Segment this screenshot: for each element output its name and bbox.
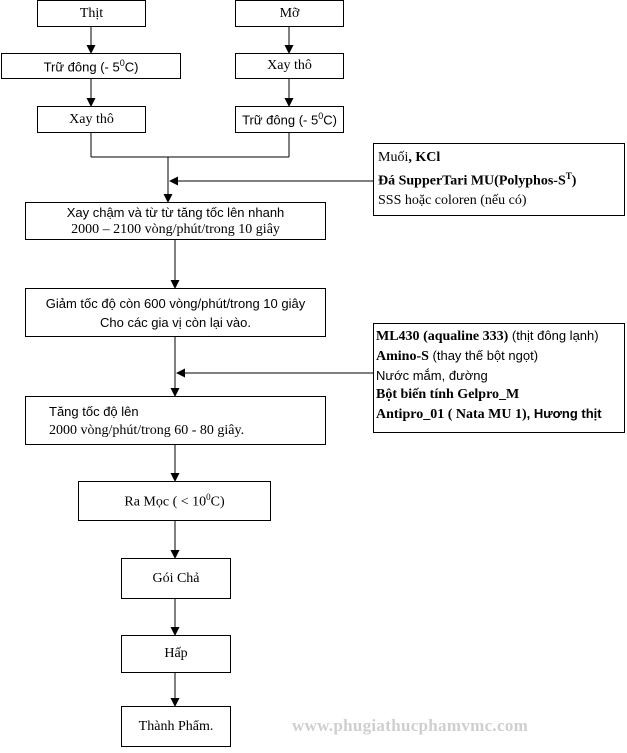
node-thit: Thịt	[37, 0, 146, 27]
thanh-pham-label: Thành Phẩm.	[138, 718, 214, 734]
tang-toc-line-2: 2000 vòng/phút/trong 60 - 80 giây.	[49, 423, 245, 438]
node-tru-dong-left: Trữ đông (- 50C)	[1, 53, 181, 79]
node-ra-moc: Ra Mọc ( < 100C)	[78, 481, 271, 521]
tru-dong-left-label: Trữ đông (- 50C)	[43, 57, 139, 75]
side1-line-1: Muối, KCl	[378, 150, 441, 165]
node-xay-tho-right: Xay thô	[235, 53, 344, 79]
side2-line-5: Antipro_01 ( Nata MU 1), Hương thịt	[376, 406, 602, 422]
side2-line-3: Nước mắm, đường	[376, 368, 488, 383]
node-mo: Mỡ	[235, 0, 344, 27]
node-giam-toc: Giảm tốc độ còn 600 vòng/phút/trong 10 g…	[25, 288, 326, 337]
side-box-ingredients-1: Muối, KCl Đá SupperTari MU(Polyphos-ST) …	[373, 143, 625, 216]
tru-dong-right-label: Trữ đông (- 50C)	[242, 111, 337, 128]
side1-line-2: Đá SupperTari MU(Polyphos-ST)	[378, 171, 577, 189]
side2-line-4: Bột biến tính Gelpro_M	[376, 387, 520, 402]
node-thit-label: Thịt	[79, 5, 104, 21]
giam-toc-line-2: Cho các gia vị còn lại vào.	[99, 315, 252, 330]
xay-cham-line-1: Xay chậm và từ từ tăng tốc lên nhanh	[66, 205, 285, 220]
node-goi-cha: Gói Chả	[121, 558, 231, 599]
watermark-text: www.phugiathucphamvmc.com	[292, 716, 529, 735]
xay-tho-left-label: Xay thô	[69, 111, 114, 127]
node-xay-tho-left: Xay thô	[37, 106, 146, 133]
node-hap: Hấp	[121, 635, 231, 673]
side2-line-1: ML430 (aqualine 333) (thịt đông lạnh)	[376, 328, 599, 344]
tang-toc-line-1: Tăng tốc độ lên	[49, 404, 139, 419]
node-thanh-pham: Thành Phẩm.	[121, 706, 231, 747]
node-tang-toc: Tăng tốc độ lên 2000 vòng/phút/trong 60 …	[25, 396, 326, 445]
giam-toc-line-1: Giảm tốc độ còn 600 vòng/phút/trong 10 g…	[45, 296, 306, 311]
side-box-ingredients-2: ML430 (aqualine 333) (thịt đông lạnh) Am…	[373, 323, 625, 433]
node-mo-label: Mỡ	[279, 5, 300, 21]
goi-cha-label: Gói Chả	[152, 570, 200, 586]
node-tru-dong-right: Trữ đông (- 50C)	[235, 106, 344, 133]
side1-line-3: SSS hoặc coloren (nếu có)	[378, 192, 527, 208]
node-xay-cham: Xay chậm và từ từ tăng tốc lên nhanh 200…	[25, 202, 326, 240]
xay-cham-line-2: 2000 – 2100 vòng/phút/trong 10 giây	[71, 222, 280, 237]
side2-line-2: Amino-S (thay thế bột ngọt)	[376, 348, 539, 364]
xay-tho-right-label: Xay thô	[267, 58, 312, 73]
hap-label: Hấp	[164, 646, 188, 661]
ra-moc-label: Ra Mọc ( < 100C)	[124, 491, 225, 510]
